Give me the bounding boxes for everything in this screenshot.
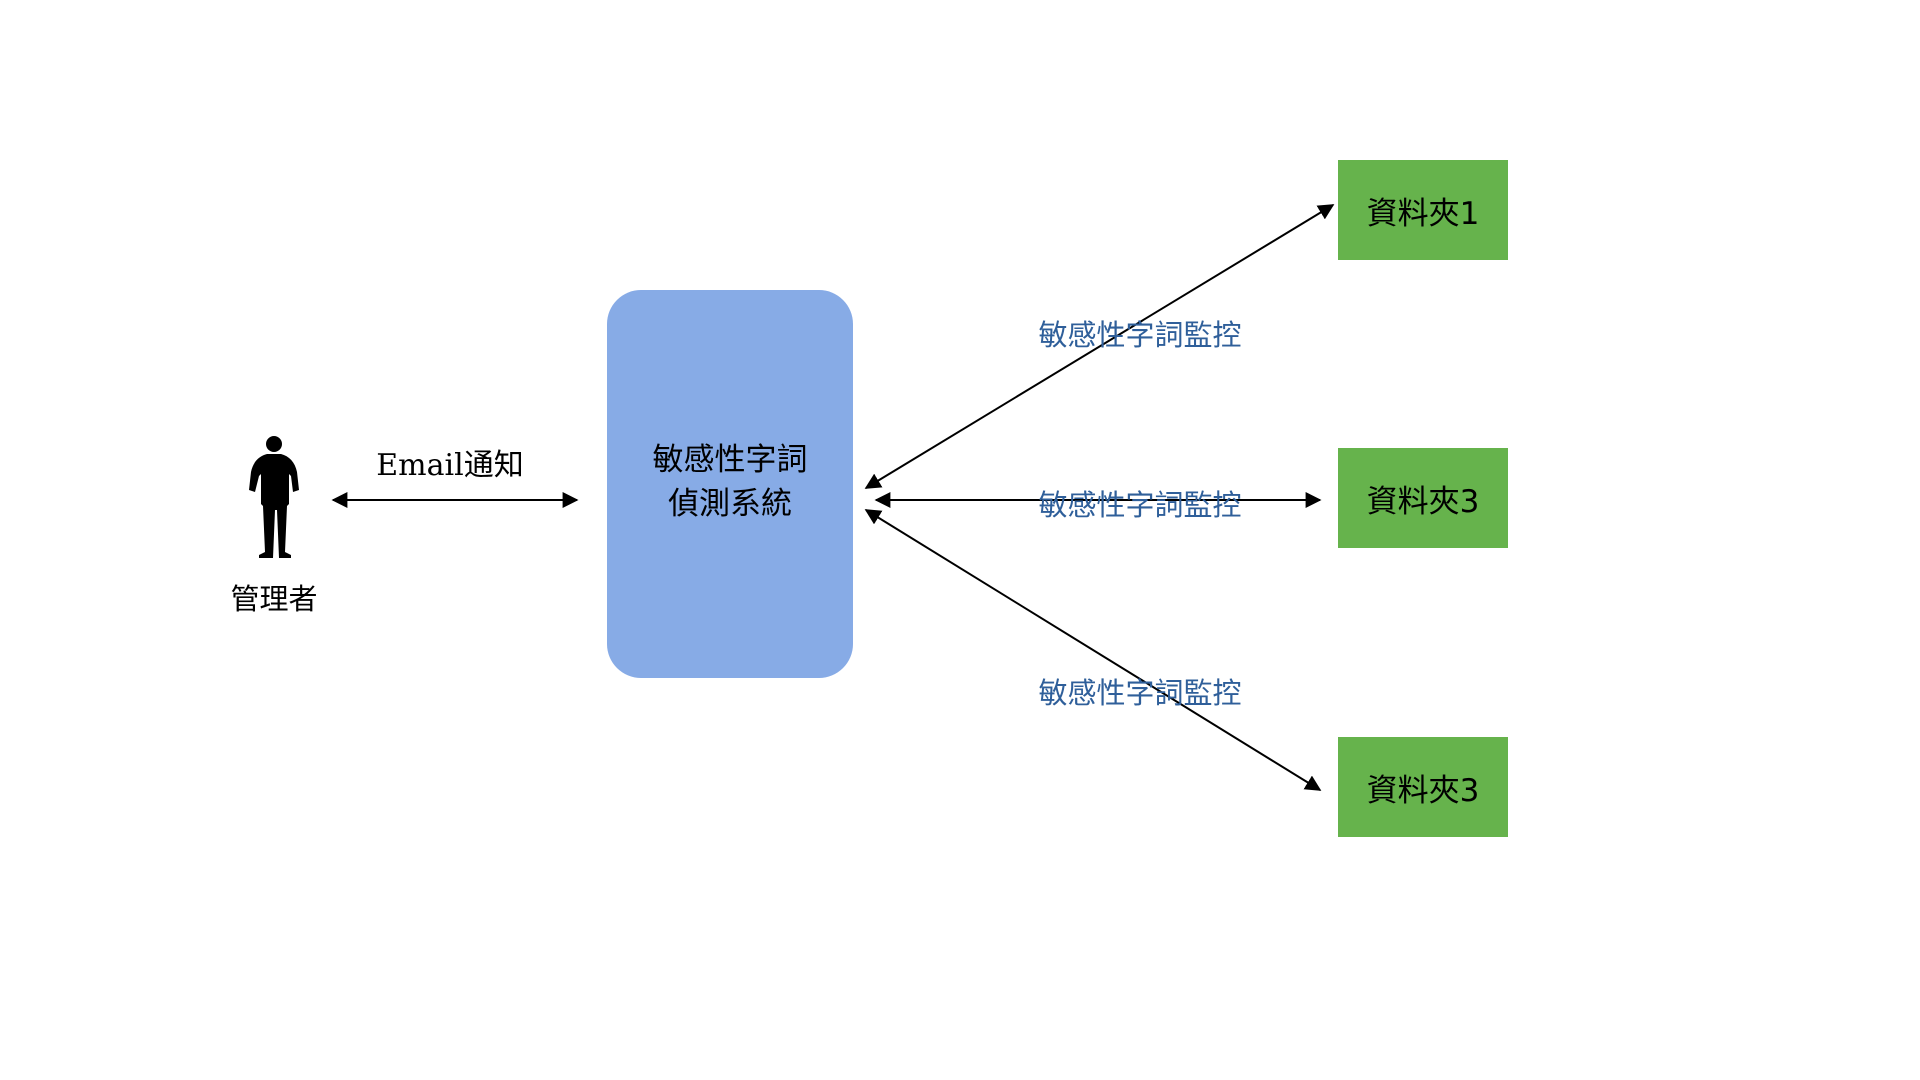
- folder-node-1: 資料夾1: [1338, 160, 1508, 260]
- monitor-arrow-folder-1: [864, 204, 1335, 489]
- system-title-line-1: 敏感性字詞: [652, 442, 808, 478]
- monitor-label-1: 敏感性字詞監控: [1038, 318, 1242, 352]
- folder-label: 資料夾1: [1366, 195, 1480, 232]
- admin-label: 管理者: [230, 582, 318, 616]
- folder-label: 資料夾3: [1366, 772, 1480, 809]
- folder-node-2: 資料夾3: [1338, 448, 1508, 548]
- folder-label: 資料夾3: [1366, 483, 1480, 520]
- person-silhouette-icon: [249, 436, 299, 558]
- monitor-arrow-folder-3: [864, 509, 1322, 791]
- monitor-label-3: 敏感性字詞監控: [1038, 676, 1242, 710]
- monitor-label-2: 敏感性字詞監控: [1038, 488, 1242, 522]
- email-notification-label: Email通知: [376, 448, 524, 483]
- detection-system-node: 敏感性字詞 偵測系統: [607, 290, 853, 678]
- system-title-line-2: 偵測系統: [668, 486, 792, 522]
- folder-node-3: 資料夾3: [1338, 737, 1508, 837]
